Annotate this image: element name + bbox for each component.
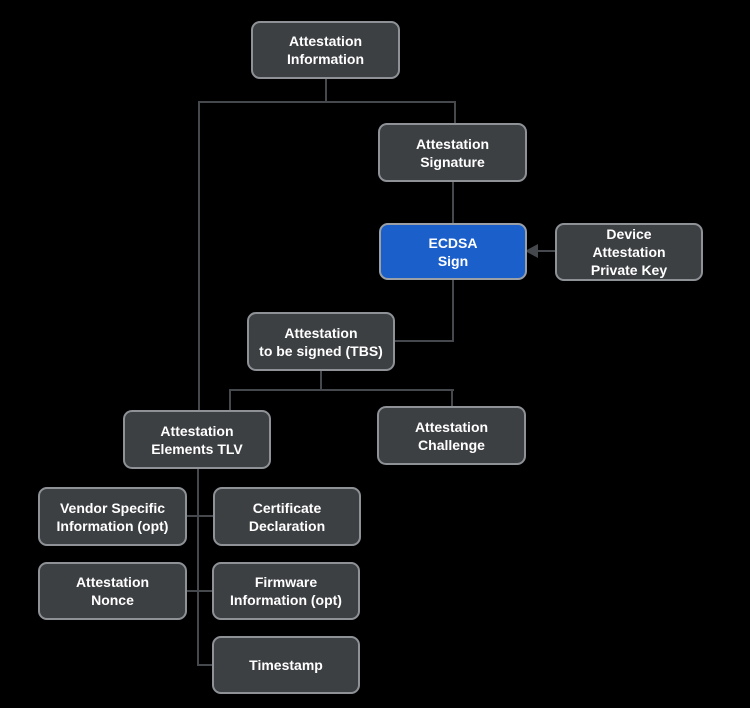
connector-privatekey-to-ecdsa — [537, 250, 555, 252]
connector-tbs-drop — [320, 371, 322, 391]
connector-row-vendor-certificate — [187, 515, 213, 517]
node-firmware-information: Firmware Information (opt) — [212, 562, 360, 620]
connector-root-split — [198, 101, 456, 103]
node-label: Attestation Challenge — [414, 418, 489, 453]
node-ecdsa-sign: ECDSA Sign — [379, 223, 527, 280]
connector-to-elements-tlv — [198, 101, 200, 411]
node-label: Vendor Specific Information (opt) — [56, 499, 169, 534]
connector-ecdsa-to-tbs — [395, 340, 454, 342]
connector-row-nonce-firmware — [187, 590, 212, 592]
node-label: Attestation Information — [287, 33, 364, 67]
connector-signature-to-ecdsa — [452, 182, 454, 223]
node-label: Firmware Information (opt) — [230, 574, 342, 608]
node-attestation-signature: Attestation Signature — [378, 123, 527, 182]
node-label: Certificate Declaration — [248, 499, 326, 534]
connector-to-signature — [454, 101, 456, 123]
node-vendor-specific-information: Vendor Specific Information (opt) — [38, 487, 187, 546]
connector-tbs-split — [229, 389, 454, 391]
connector-ecdsa-down — [452, 280, 454, 342]
node-certificate-declaration: Certificate Declaration — [213, 487, 361, 546]
node-attestation-nonce: Attestation Nonce — [38, 562, 187, 620]
node-attestation-challenge: Attestation Challenge — [377, 406, 526, 465]
node-timestamp: Timestamp — [212, 636, 360, 694]
node-device-attestation-private-key: Device Attestation Private Key — [555, 223, 703, 281]
node-attestation-elements-tlv: Attestation Elements TLV — [123, 410, 271, 469]
arrowhead-left-icon — [525, 244, 538, 258]
node-label: Device Attestation Private Key — [590, 226, 668, 278]
node-label: Attestation Signature — [415, 135, 490, 170]
connector-tbs-to-challenge — [451, 389, 453, 406]
connector-root-drop — [325, 79, 327, 103]
connector-row-timestamp — [197, 664, 212, 666]
node-label: Attestation Nonce — [75, 574, 150, 608]
connector-tlv-trunk — [197, 469, 199, 666]
node-attestation-tbs: Attestation to be signed (TBS) — [247, 312, 395, 371]
node-label: Timestamp — [249, 657, 323, 673]
node-label: ECDSA Sign — [428, 234, 478, 269]
connector-tbs-to-tlv — [229, 389, 231, 410]
node-attestation-information: Attestation Information — [251, 21, 400, 79]
node-label: Attestation to be signed (TBS) — [259, 324, 383, 359]
node-label: Attestation Elements TLV — [151, 422, 243, 457]
